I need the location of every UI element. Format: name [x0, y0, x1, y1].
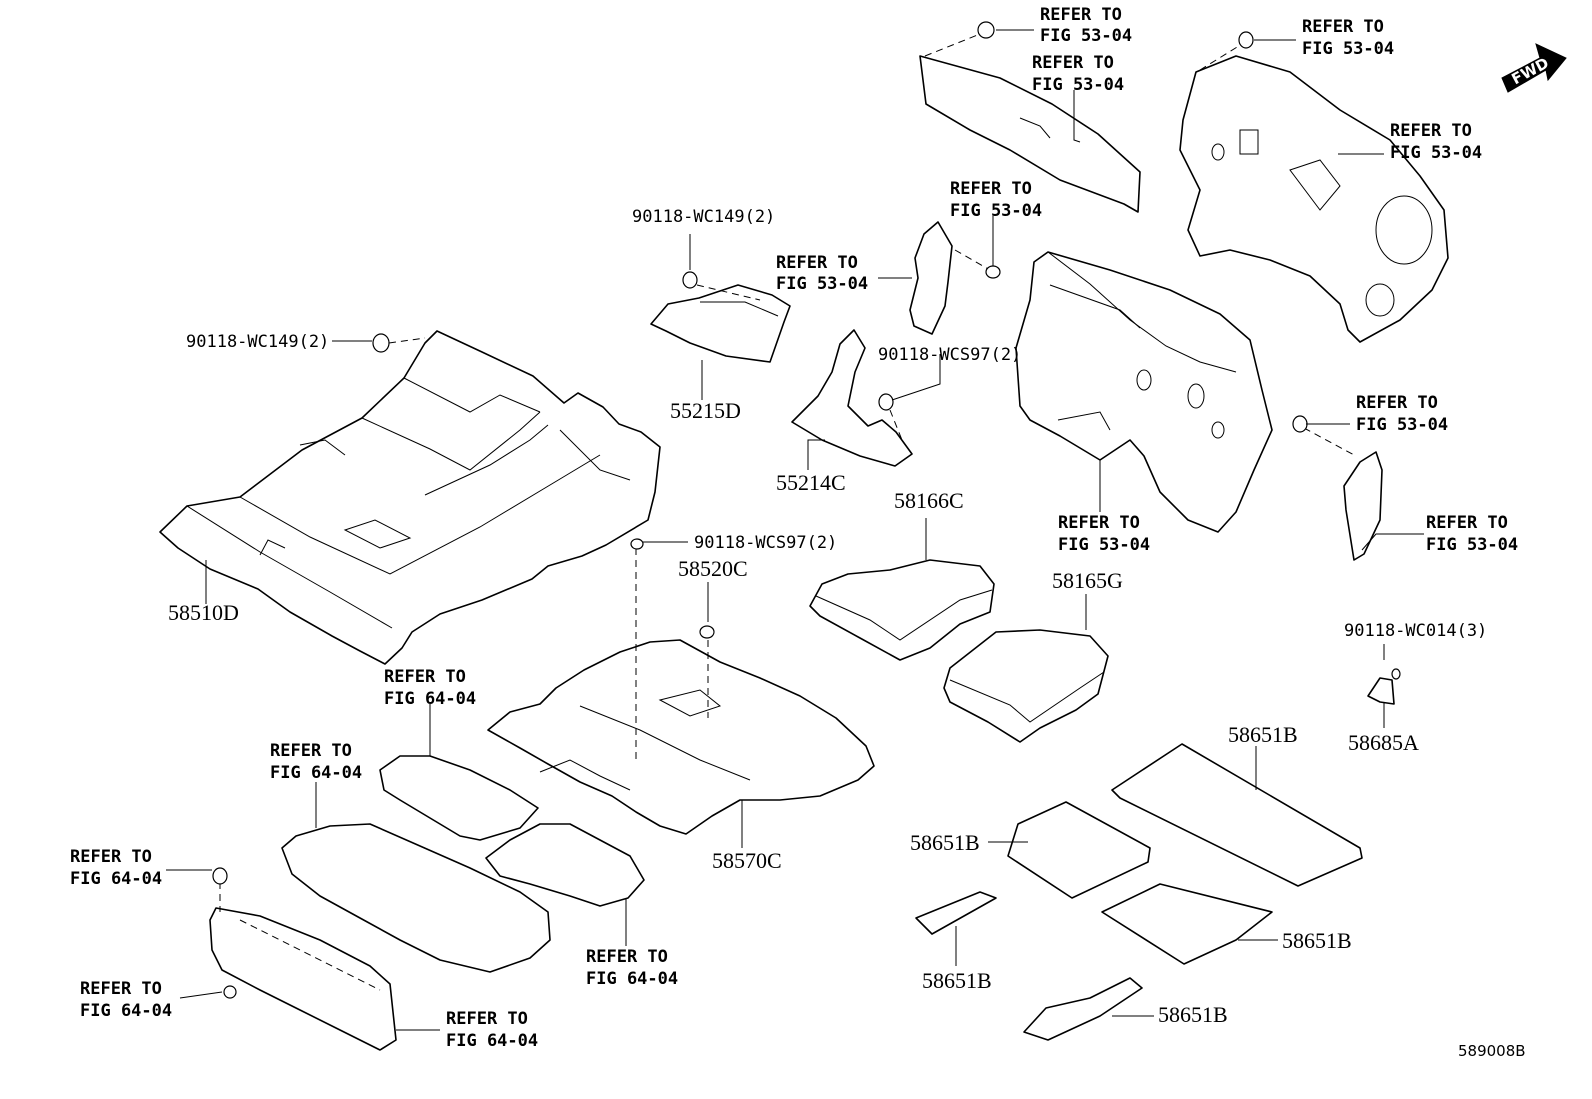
dash-panel-strip [919, 21, 1141, 213]
label-58651B-rear: 58651B [1282, 928, 1352, 953]
refer-line1: REFER TO [950, 179, 1032, 199]
refer-line1: REFER TO [1426, 513, 1508, 533]
insulator-55215D [650, 284, 791, 363]
refer-fig: FIG 53-04 [1302, 39, 1394, 59]
clip-wc149-top [682, 271, 761, 301]
label-55215D: 55215D [670, 398, 741, 423]
refer-fig: FIG 53-04 [950, 201, 1042, 221]
label-58651B-strip: 58651B [1158, 1002, 1228, 1027]
refer-line1: REFER TO [1032, 53, 1114, 73]
dash-panel-insulator-main [1015, 251, 1273, 533]
label-58651B-small: 58651B [922, 968, 992, 993]
label-58685A: 58685A [1348, 730, 1419, 755]
refer-line1: REFER TO [70, 847, 152, 867]
refer-fig: FIG 53-04 [1058, 535, 1150, 555]
refer-line1: REFER TO [1390, 121, 1472, 141]
silencer-large [281, 823, 551, 973]
refer-line1: REFER TO [586, 947, 668, 967]
silencer-pad-b [485, 823, 645, 907]
clip-58685A [1367, 668, 1401, 705]
label-wc149-left: 90118-WC149(2) [186, 332, 329, 352]
label-wcs97-low: 90118-WCS97(2) [694, 533, 837, 553]
label-58166C: 58166C [894, 488, 964, 513]
refer-line1: REFER TO [270, 741, 352, 761]
floor-mat-58651B-small [915, 891, 997, 935]
refer-fig: FIG 53-04 [1426, 535, 1518, 555]
refer-line1: REFER TO [1302, 17, 1384, 37]
diagram-code: 589008B [1458, 1042, 1526, 1060]
refer-fig: FIG 64-04 [270, 763, 362, 783]
refer-line1: REFER TO [80, 979, 162, 999]
refer-line1: REFER TO [384, 667, 466, 687]
label-wc149-top: 90118-WC149(2) [632, 207, 775, 227]
bracket-right [1292, 415, 1383, 561]
refer-fig: FIG 64-04 [586, 969, 678, 989]
refer-fig: FIG 53-04 [1356, 415, 1448, 435]
clip-wcs97-mid [878, 393, 903, 441]
fwd-label: FWD [1509, 54, 1552, 88]
fwd-arrow-icon: FWD [1501, 43, 1567, 93]
floor-mat-58651B-rear [1101, 883, 1273, 965]
refer-line1: REFER TO [1040, 5, 1122, 25]
floor-mat-58651B-large [1111, 743, 1363, 887]
label-wcs97-mid: 90118-WCS97(2) [878, 345, 1021, 365]
bracket-upper [909, 216, 1001, 335]
refer-line1: REFER TO [776, 253, 858, 273]
refer-line1: REFER TO [1058, 513, 1140, 533]
leader-lines [166, 29, 1424, 1031]
label-wc014: 90118-WC014(3) [1344, 621, 1487, 641]
label-58520C: 58520C [678, 556, 748, 581]
refer-fig: FIG 64-04 [70, 869, 162, 889]
floor-carpet-58510D [159, 330, 661, 665]
refer-fig: FIG 53-04 [776, 274, 868, 294]
label-58510D: 58510D [168, 600, 239, 625]
refer-fig: FIG 64-04 [446, 1031, 538, 1051]
refer-fig: FIG 64-04 [384, 689, 476, 709]
floor-mat-58651B-strip [1023, 977, 1143, 1041]
label-58570C: 58570C [712, 848, 782, 873]
label-55214C: 55214C [776, 470, 846, 495]
label-58651B-front: 58651B [910, 830, 980, 855]
insulator-55214C [791, 329, 913, 467]
tray-58165G [943, 629, 1109, 743]
refer-line1: REFER TO [1356, 393, 1438, 413]
refer-fig: FIG 53-04 [1040, 26, 1132, 46]
tray-58166C [809, 559, 995, 661]
silencer-pad-a [379, 755, 539, 841]
label-58165G: 58165G [1052, 568, 1123, 593]
clip-wc149-left [372, 333, 426, 353]
refer-fig: FIG 53-04 [1390, 143, 1482, 163]
refer-fig: FIG 53-04 [1032, 75, 1124, 95]
floor-mat-58651B-front-left [1007, 801, 1151, 899]
refer-fig: FIG 64-04 [80, 1001, 172, 1021]
dash-panel-insulator-upper [1179, 31, 1449, 343]
refer-line1: REFER TO [446, 1009, 528, 1029]
rear-panel-bracket [209, 867, 397, 1051]
label-58651B-large: 58651B [1228, 722, 1298, 747]
floor-undercover-58570C [487, 538, 875, 835]
